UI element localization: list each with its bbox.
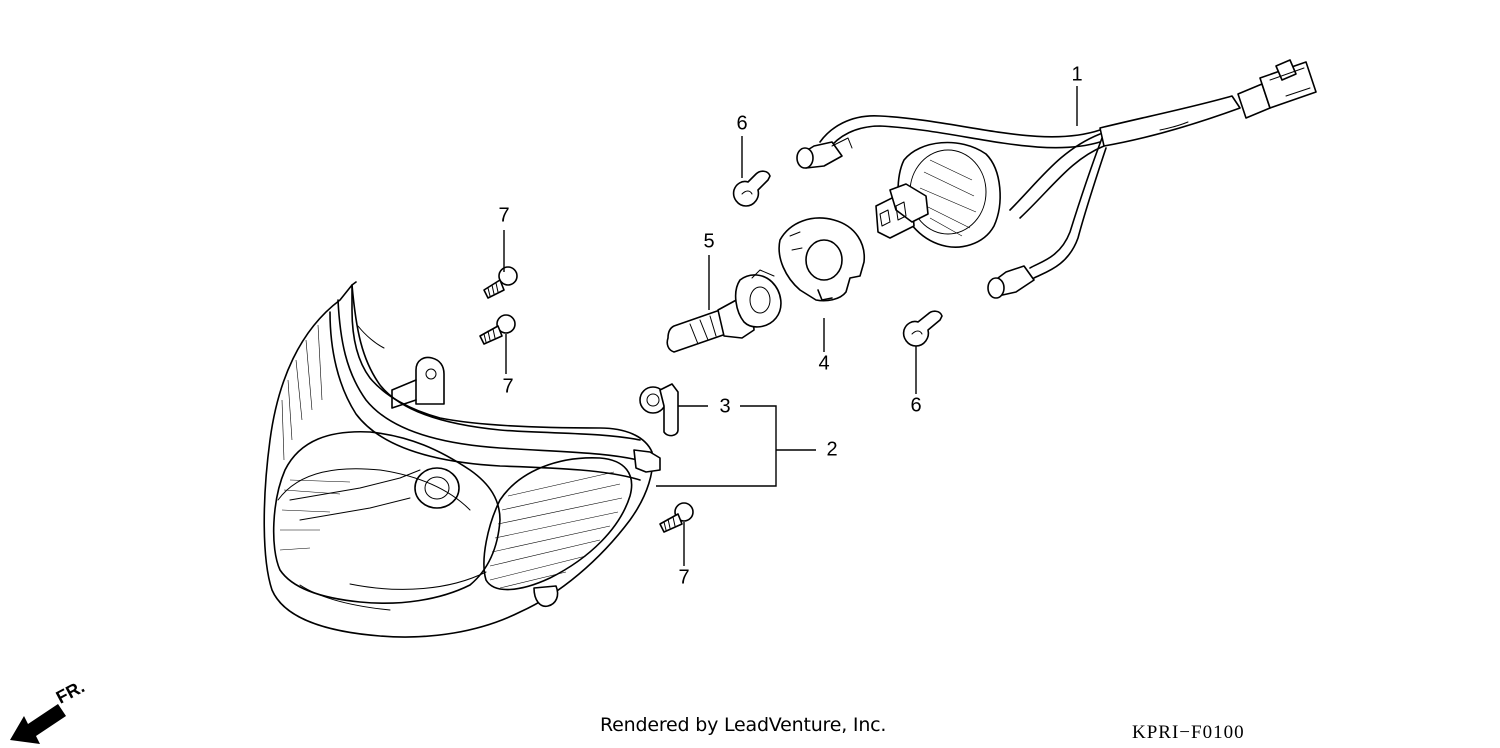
callout-4-bulb-holder[interactable]: 4 bbox=[818, 352, 829, 374]
position-bulb-upper-drawing bbox=[732, 170, 771, 207]
leader-lines bbox=[503, 86, 1078, 566]
headlight-bulb-drawing bbox=[666, 269, 782, 353]
callout-7-screw-bottom[interactable]: 7 bbox=[678, 566, 689, 588]
callout-6-position-bulb-lower[interactable]: 6 bbox=[910, 394, 921, 416]
callout-5-headlight-bulb[interactable]: 5 bbox=[703, 230, 714, 252]
render-credit: Rendered by LeadVenture, Inc. bbox=[600, 714, 887, 736]
callout-7-screw-top-1[interactable]: 7 bbox=[498, 204, 509, 226]
screw-top-2-drawing bbox=[479, 314, 516, 345]
callout-2-headlight-unit[interactable]: 2 bbox=[826, 438, 837, 460]
callout-3-socket[interactable]: 3 bbox=[719, 395, 730, 417]
screw-top-1-drawing bbox=[483, 266, 518, 299]
screw-bottom-drawing bbox=[659, 502, 694, 533]
position-bulb-lower-drawing bbox=[902, 310, 943, 347]
front-direction-arrow-icon bbox=[10, 704, 66, 744]
callout-1-wire-harness[interactable]: 1 bbox=[1071, 63, 1082, 85]
socket-drawing bbox=[639, 383, 679, 437]
wire-harness-drawing bbox=[796, 59, 1317, 299]
bulb-holder-drawing bbox=[778, 217, 865, 302]
headlight-unit-drawing bbox=[263, 281, 661, 638]
callout-labels: 1 2 3 4 5 6 6 7 7 7 bbox=[498, 63, 1082, 588]
diagram-code: KPRI−F0100 bbox=[1132, 722, 1245, 743]
callout-7-screw-top-2[interactable]: 7 bbox=[502, 375, 513, 397]
callout-6-position-bulb-upper[interactable]: 6 bbox=[736, 112, 747, 134]
